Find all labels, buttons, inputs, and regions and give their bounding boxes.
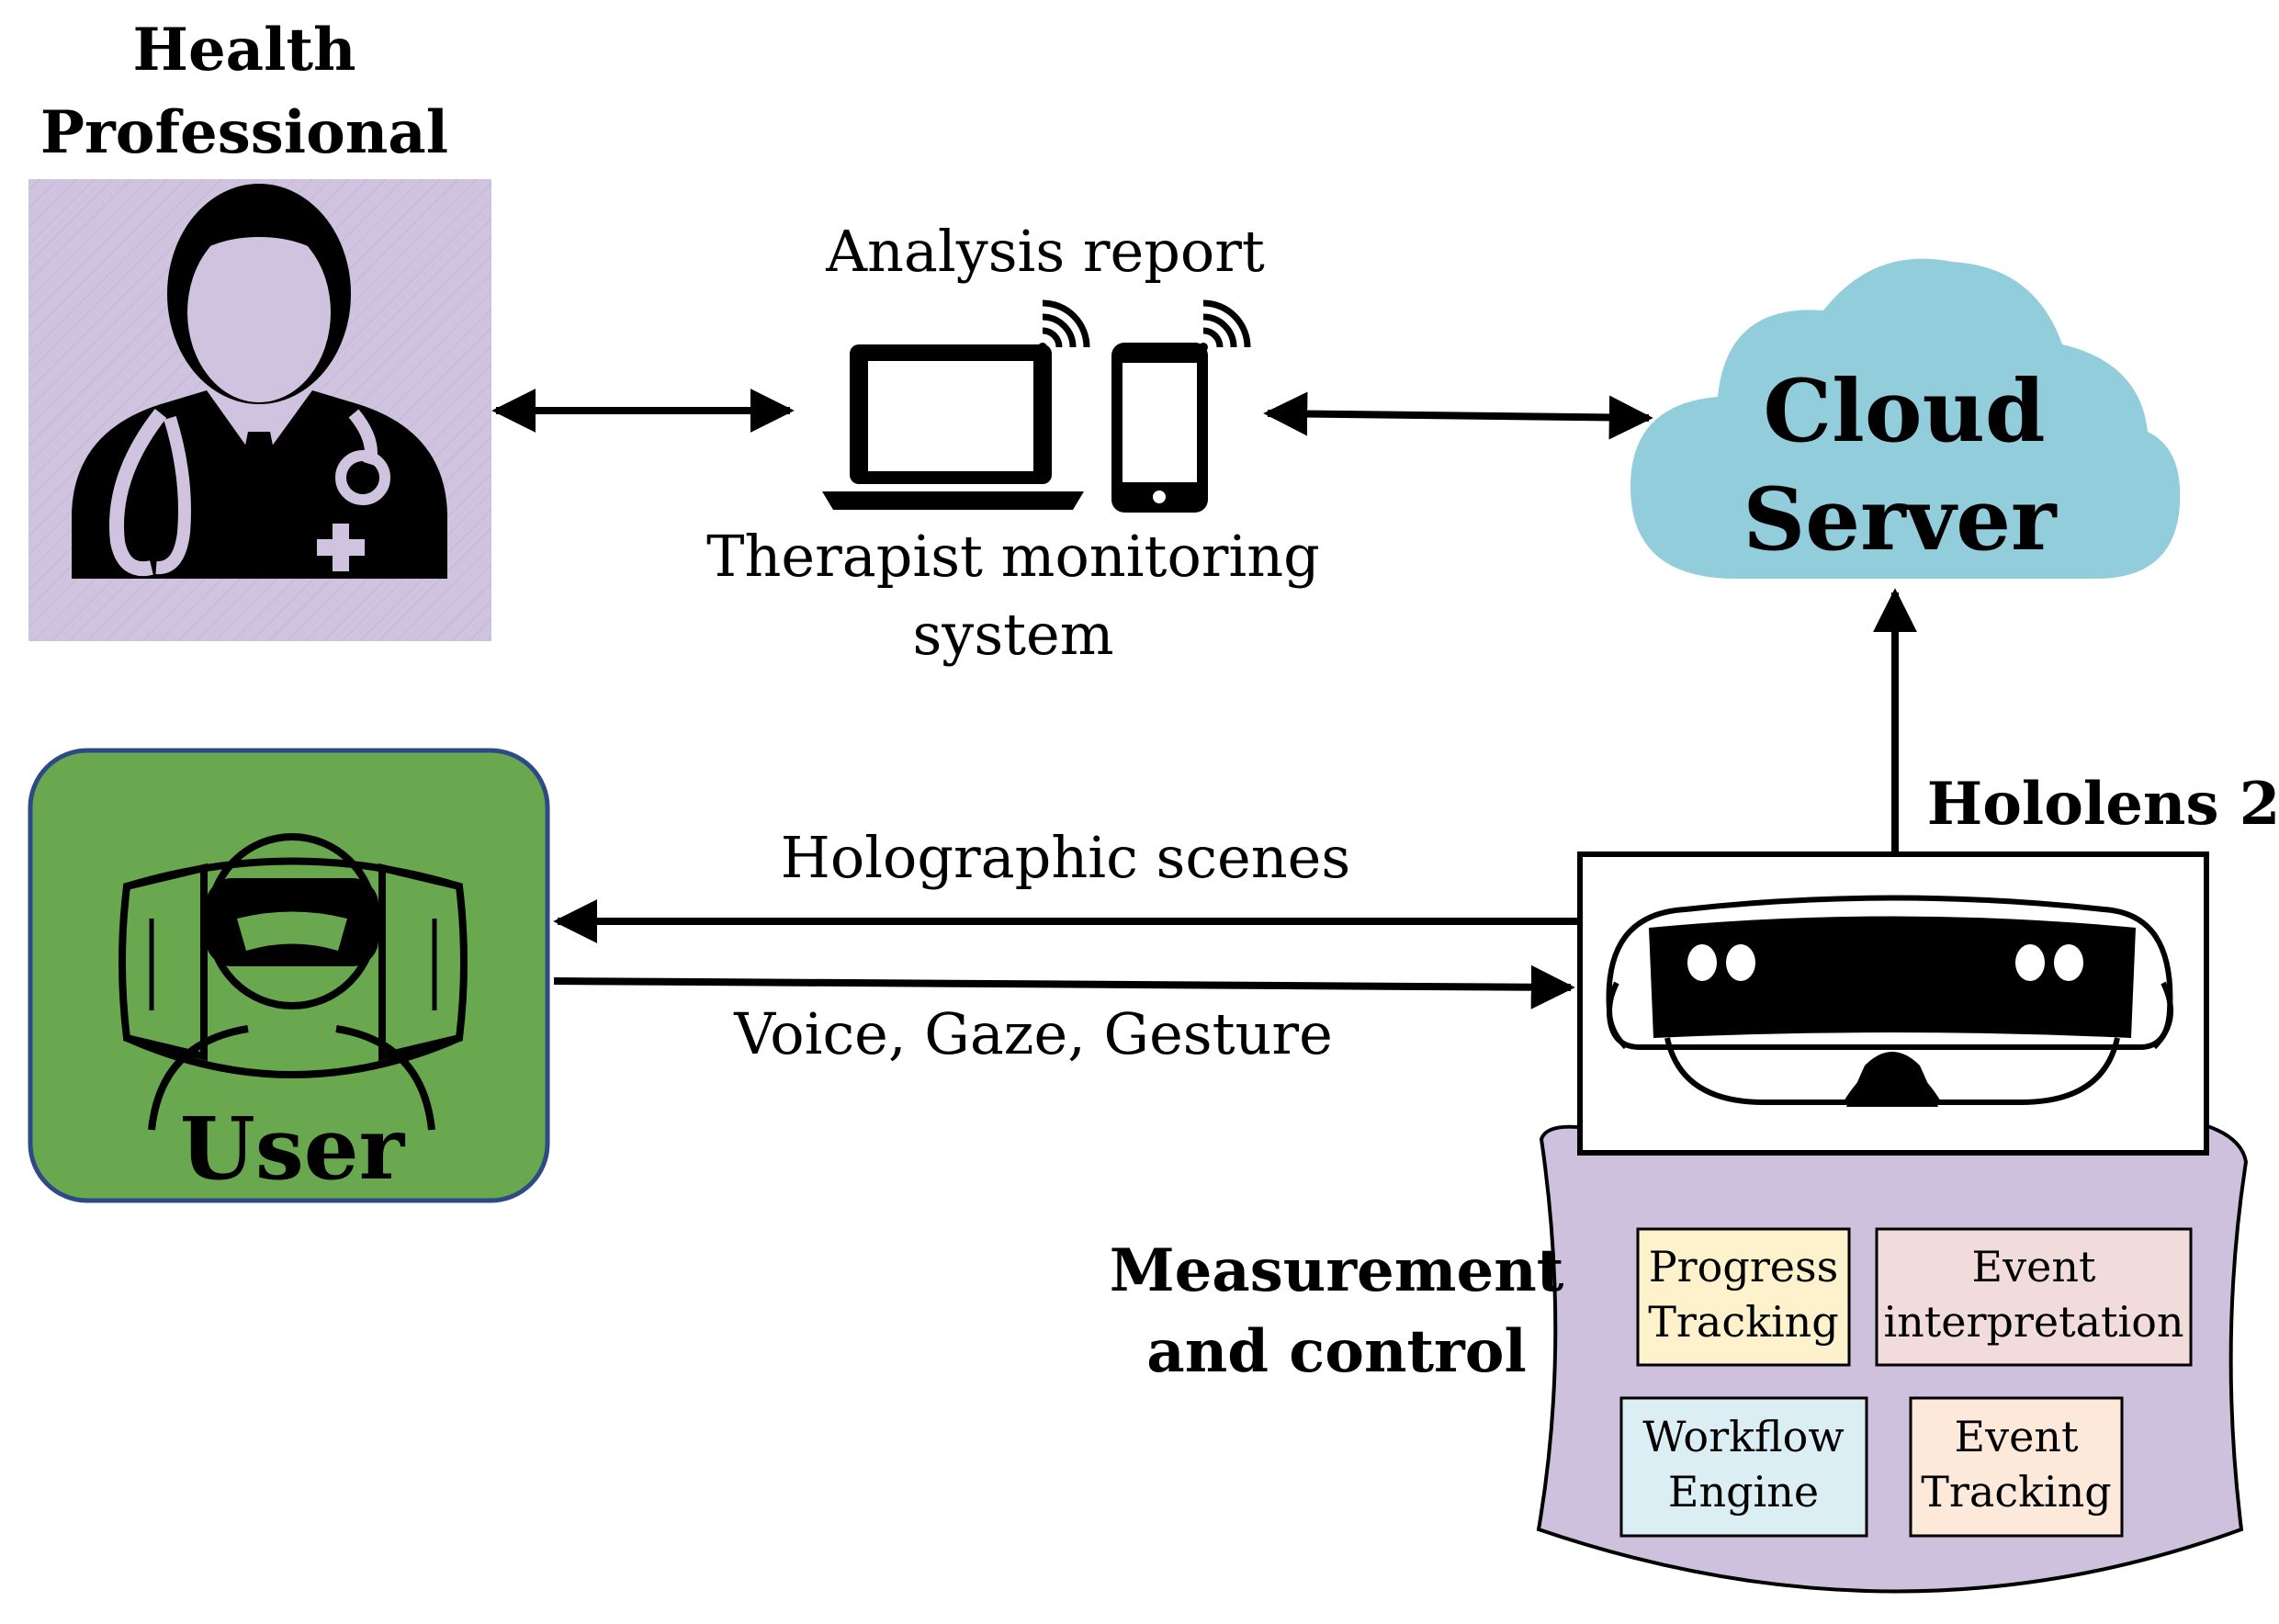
- progress-tracking-line2: Tracking: [1648, 1297, 1839, 1347]
- wifi-signal-icon: [1038, 299, 1090, 352]
- workflow-engine-module: [1619, 1396, 1868, 1538]
- workflow-engine-line1: Workflow: [1642, 1412, 1844, 1461]
- measurement-label-line1: Measurement: [1110, 1236, 1564, 1305]
- therapist-monitoring-system: Analysis report Therapist monitoring sy: [706, 218, 1320, 668]
- cloud-server-label-line2: Server: [1743, 469, 2058, 570]
- cloud-server-label-line1: Cloud: [1763, 361, 2045, 462]
- event-interpretation-module: [1875, 1227, 2193, 1367]
- phone-icon: [1111, 343, 1208, 513]
- progress-tracking-module: [1636, 1227, 1851, 1367]
- cloud-icon: [1630, 258, 2181, 579]
- event-tracking-module: [1909, 1396, 2124, 1538]
- workflow-engine-line2: Engine: [1668, 1467, 1819, 1517]
- user-input-arrow: [553, 964, 1575, 1009]
- voice-gaze-gesture-label: Voice, Gaze, Gesture: [733, 1000, 1333, 1067]
- analysis-report-label: Analysis report: [825, 218, 1265, 285]
- hololens-label: Hololens 2: [1927, 770, 2279, 839]
- health-professional: Health Professional: [28, 16, 491, 641]
- monitoring-cloud-arrow: [1263, 391, 1653, 440]
- holographic-scenes-label: Holographic scenes: [781, 824, 1350, 891]
- measurement-label-line2: and control: [1146, 1317, 1527, 1386]
- therapist-monitoring-label-line1: Therapist monitoring: [706, 523, 1320, 590]
- hololens-device: Hololens 2: [1577, 770, 2279, 1156]
- measurement-and-control: Progress Tracking Event interpretation W…: [1110, 1121, 2249, 1594]
- therapist-monitoring-label-line2: system: [912, 601, 1113, 668]
- laptop-icon: [822, 344, 1084, 510]
- doctor-icon: [72, 184, 447, 579]
- event-interpretation-line2: interpretation: [1883, 1297, 2183, 1347]
- event-tracking-line2: Tracking: [1921, 1467, 2112, 1517]
- wifi-signal-icon: [1199, 299, 1251, 352]
- event-tracking-line1: Event: [1955, 1412, 2079, 1461]
- cloud-server: Cloud Server: [1630, 258, 2181, 579]
- progress-tracking-line1: Progress: [1649, 1242, 1839, 1291]
- health-professional-title-line2: Professional: [40, 98, 448, 167]
- user-label: User: [180, 1099, 406, 1200]
- event-interpretation-line1: Event: [1972, 1242, 2096, 1291]
- vr-user-icon: [118, 833, 468, 1131]
- hololens-headset-icon: [1606, 895, 2173, 1107]
- user: User: [28, 748, 550, 1203]
- health-professional-title-line1: Health: [132, 16, 355, 85]
